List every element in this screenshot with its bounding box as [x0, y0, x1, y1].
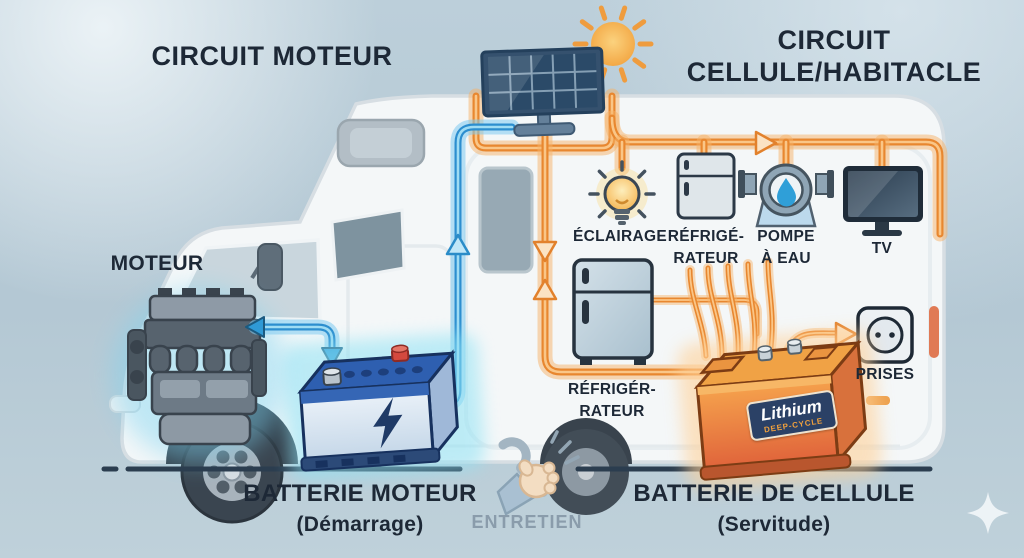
label-refrigerateur-haut-l2: RATEUR	[673, 250, 739, 268]
label-moteur: MOTEUR	[110, 252, 204, 275]
tv-icon	[843, 166, 923, 236]
title-circuit-cellule-line2: CELLULE/HABITACLE	[686, 57, 982, 88]
solar-panel-icon	[480, 46, 606, 137]
label-refrigerateur-grand-l2: RATEUR	[579, 403, 645, 421]
label-batterie-cellule-l2: (Servitude)	[717, 512, 831, 536]
label-refrigerateur-grand: RÉFRIGÉR- RATEUR	[568, 379, 656, 424]
label-refrigerateur-haut-l1: RÉFRIGÉ-	[667, 228, 745, 245]
title-circuit-moteur: CIRCUIT MOTEUR	[151, 41, 393, 71]
label-tv: TV	[871, 240, 893, 257]
label-eclairage: ÉCLAIRAGE	[573, 228, 667, 245]
label-batterie-moteur-l2: (Démarrage)	[296, 512, 424, 536]
fridge-large-icon	[572, 258, 654, 365]
engine-icon	[112, 287, 288, 463]
bulb-icon	[588, 160, 656, 225]
tail-light	[929, 306, 939, 358]
label-pompe-l1: POMPE	[757, 228, 815, 245]
water-pump-icon	[738, 163, 834, 228]
label-batterie-cellule: BATTERIE DE CELLULE (Servitude)	[633, 480, 914, 537]
label-batterie-cellule-l1: BATTERIE DE CELLULE	[633, 480, 915, 507]
label-refrigerateur-grand-l1: RÉFRIGÉR-	[568, 381, 656, 398]
fridge-small-icon	[676, 152, 736, 220]
door-window	[330, 208, 406, 282]
arrow-to-engine-icon	[245, 316, 265, 338]
arrow-down-icon	[532, 240, 558, 263]
cab-side-window	[478, 166, 534, 274]
label-refrigerateur-haut: RÉFRIGÉ- RATEUR	[668, 226, 744, 271]
arrow-up-icon	[532, 278, 558, 301]
label-pompe-a-eau: POMPE À EAU	[757, 226, 814, 271]
arrow-right-icon	[754, 130, 778, 156]
label-prises: PRISES	[855, 366, 915, 383]
arrow-up-blue-icon	[445, 233, 471, 256]
title-circuit-cellule: CIRCUIT CELLULE/HABITACLE	[687, 24, 981, 89]
label-pompe-l2: À EAU	[761, 250, 811, 268]
side-mirror	[257, 243, 283, 291]
label-batterie-moteur: BATTERIE MOTEUR (Démarrage)	[243, 480, 476, 537]
label-batterie-moteur-l1: BATTERIE MOTEUR	[243, 480, 477, 507]
wrench-hand-icon	[496, 430, 580, 516]
label-entretien: ENTRETIEN	[471, 512, 583, 532]
sparkle-icon	[967, 492, 1009, 534]
outlet-icon	[856, 306, 914, 364]
starter-battery-icon	[282, 332, 486, 482]
flow-arrows	[245, 130, 858, 367]
title-circuit-cellule-line1: CIRCUIT	[777, 25, 891, 55]
